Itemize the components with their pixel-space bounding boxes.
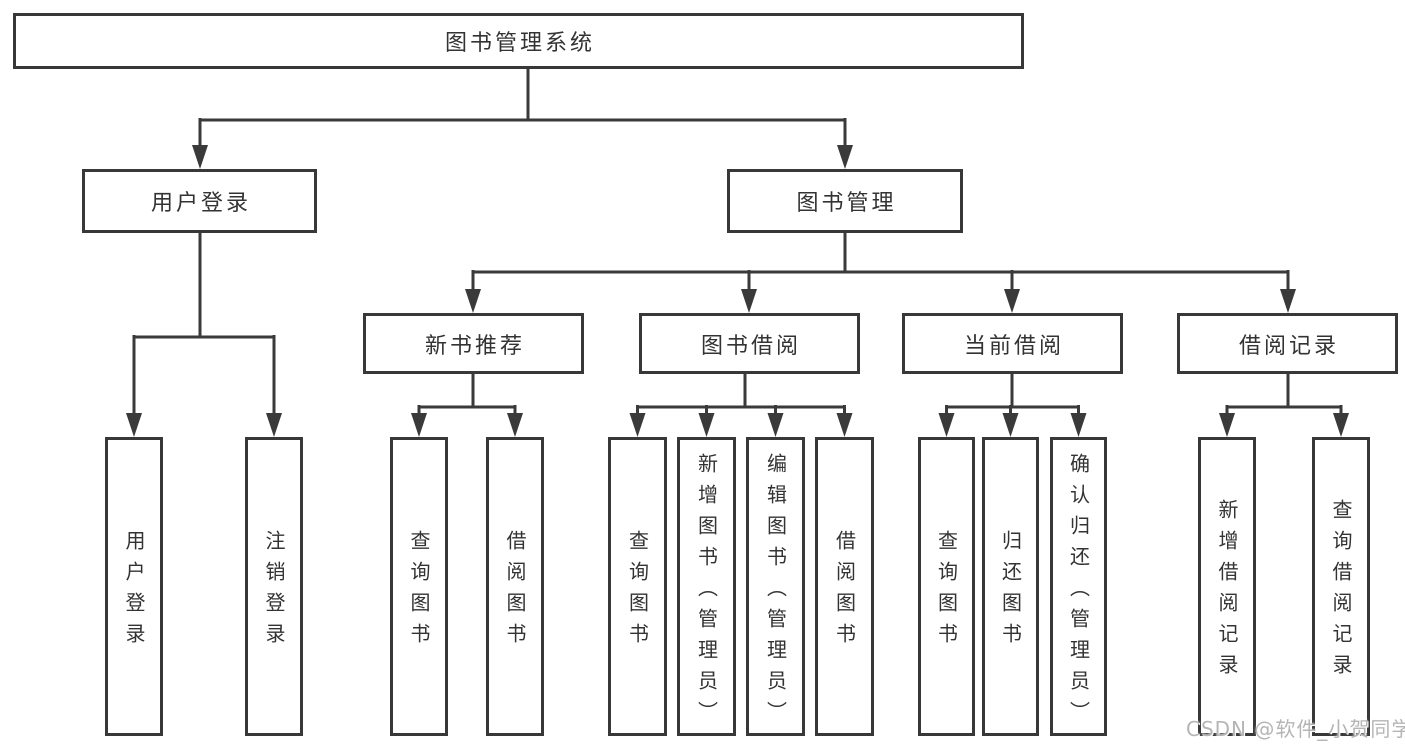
watermark: CSDN @软件_小贺同学 bbox=[1186, 717, 1405, 741]
connector-current-borrow-children bbox=[938, 374, 1087, 437]
node-new-book-recommend: 新书推荐 bbox=[363, 313, 584, 374]
node-leaf-cb-query-books: 查询图书 bbox=[918, 437, 975, 736]
node-user-login-label: 用户登录 bbox=[150, 191, 251, 216]
node-leaf-bb-add-books-label: 新增图书（管理员） bbox=[694, 452, 719, 732]
node-book-management: 图书管理 bbox=[727, 169, 963, 233]
node-book-borrow-label: 图书借阅 bbox=[700, 333, 801, 359]
node-leaf-br-add-record-label: 新增借阅记录 bbox=[1215, 499, 1239, 685]
node-user-login: 用户登录 bbox=[82, 169, 317, 233]
node-leaf-cb-return-books-label: 归还图书 bbox=[998, 530, 1023, 654]
node-leaf-cb-query-books-label: 查询图书 bbox=[934, 530, 959, 654]
node-root-label: 图书管理系统 bbox=[444, 31, 595, 56]
node-leaf-bb-borrow-books-label: 借阅图书 bbox=[832, 530, 857, 654]
node-root: 图书管理系统 bbox=[13, 13, 1024, 69]
connector-user-login-children bbox=[126, 233, 282, 437]
node-leaf-bb-query-books-label: 查询图书 bbox=[625, 530, 650, 654]
node-new-book-recommend-label: 新书推荐 bbox=[424, 333, 525, 359]
node-leaf-cb-confirm-return-label: 确认归还（管理员） bbox=[1066, 452, 1091, 732]
connector-book-borrow-children bbox=[629, 374, 853, 437]
node-borrow-records: 借阅记录 bbox=[1177, 313, 1398, 374]
node-leaf-cb-confirm-return: 确认归还（管理员） bbox=[1050, 437, 1107, 736]
connector-borrow-records-children bbox=[1219, 374, 1349, 437]
node-leaf-nb-query-books-label: 查询图书 bbox=[407, 530, 431, 654]
node-leaf-nb-borrow-books: 借阅图书 bbox=[486, 437, 544, 736]
node-current-borrow: 当前借阅 bbox=[902, 313, 1123, 374]
node-leaf-br-query-record: 查询借阅记录 bbox=[1312, 437, 1370, 736]
node-leaf-bb-edit-books: 编辑图书（管理员） bbox=[746, 437, 805, 736]
node-leaf-logout: 注销登录 bbox=[245, 437, 303, 736]
node-leaf-cb-return-books: 归还图书 bbox=[982, 437, 1039, 736]
node-leaf-bb-query-books: 查询图书 bbox=[608, 437, 667, 736]
node-leaf-br-query-record-label: 查询借阅记录 bbox=[1329, 499, 1353, 685]
node-leaf-bb-borrow-books: 借阅图书 bbox=[815, 437, 874, 736]
node-leaf-bb-add-books: 新增图书（管理员） bbox=[677, 437, 736, 736]
node-borrow-records-label: 借阅记录 bbox=[1238, 333, 1339, 359]
node-leaf-user-login-label: 用户登录 bbox=[122, 530, 146, 654]
node-current-borrow-label: 当前借阅 bbox=[963, 333, 1064, 359]
node-leaf-logout-label: 注销登录 bbox=[262, 530, 286, 654]
node-book-borrow: 图书借阅 bbox=[639, 313, 860, 374]
node-book-management-label: 图书管理 bbox=[796, 191, 897, 216]
connector-new-book-children bbox=[411, 374, 523, 437]
connector-root-to-level2 bbox=[192, 69, 853, 169]
node-leaf-nb-borrow-books-label: 借阅图书 bbox=[503, 530, 527, 654]
connector-book-management-children bbox=[465, 233, 1296, 313]
node-leaf-bb-edit-books-label: 编辑图书（管理员） bbox=[763, 452, 788, 732]
node-leaf-user-login: 用户登录 bbox=[105, 437, 163, 736]
node-leaf-br-add-record: 新增借阅记录 bbox=[1198, 437, 1256, 736]
node-leaf-nb-query-books: 查询图书 bbox=[390, 437, 448, 736]
